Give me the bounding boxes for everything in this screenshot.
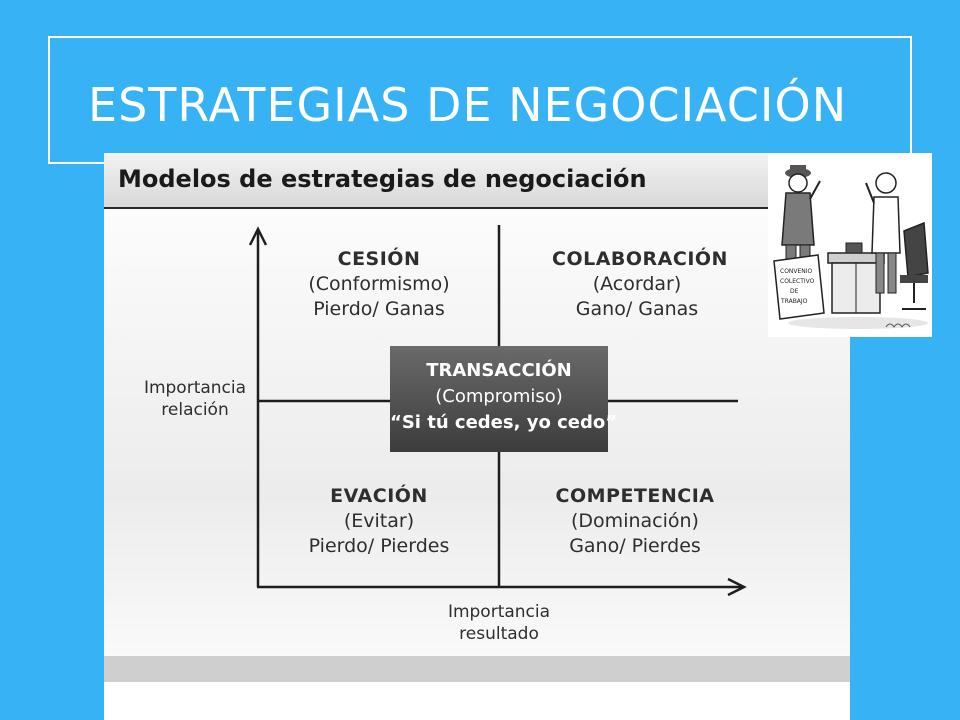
diagram-header-text: Modelos de estrategias de negociación	[118, 165, 647, 193]
cartoon-document-text-2: COLECTIVO	[780, 278, 815, 285]
y-axis-arrow	[248, 226, 268, 246]
negotiation-cartoon: CONVENIO COLECTIVO DE TRABAJO	[768, 153, 932, 337]
negotiation-diagram: Modelos de estrategias de negociación CE…	[104, 153, 850, 720]
center-title: TRANSACCIÓN	[426, 360, 572, 381]
center-transaccion: TRANSACCIÓN (Compromiso) “Si tú cedes, y…	[390, 346, 618, 452]
y-axis-label-line1: Importancia	[143, 378, 247, 398]
cartoon-document-text-1: CONVENIO	[780, 268, 813, 275]
cartoon-illustration-icon: CONVENIO COLECTIVO DE TRABAJO	[773, 165, 929, 329]
x-axis-label-line2: resultado	[459, 624, 539, 644]
y-axis-label: Importancia relación	[140, 377, 250, 421]
footer-band-white	[104, 682, 850, 720]
quadrant-subtitle: (Conformismo)	[308, 273, 450, 295]
quadrant-title: CESIÓN	[337, 248, 421, 270]
quadrant-evacion: EVACIÓN (Evitar) Pierdo/ Pierdes	[294, 484, 464, 559]
footer-band	[104, 656, 850, 682]
quadrant-title: COMPETENCIA	[555, 485, 715, 507]
x-axis-label: Importancia resultado	[434, 601, 564, 645]
slide-title: ESTRATEGIAS DE NEGOCIACIÓN	[88, 78, 848, 132]
y-axis-label-line2: relación	[161, 400, 229, 420]
cartoon-document-text-4: TRABAJO	[780, 298, 808, 305]
quadrant-subtitle: (Dominación)	[571, 510, 699, 532]
x-axis-label-line1: Importancia	[447, 602, 551, 622]
diagram-header: Modelos de estrategias de negociación	[104, 153, 850, 209]
quadrant-outcome: Gano/ Ganas	[575, 298, 699, 320]
quadrant-title: EVACIÓN	[330, 485, 428, 507]
cartoon-document-text-3: DE	[790, 288, 799, 295]
quadrant-title: COLABORACIÓN	[552, 248, 728, 270]
center-subtitle: (Compromiso)	[435, 386, 563, 407]
title-box: ESTRATEGIAS DE NEGOCIACIÓN	[48, 36, 912, 164]
center-quote: “Si tú cedes, yo cedo”	[390, 412, 618, 433]
quadrant-competencia: COMPETENCIA (Dominación) Gano/ Pierdes	[550, 484, 720, 559]
quadrant-subtitle: (Acordar)	[592, 273, 682, 295]
quadrant-cesion: CESIÓN (Conformismo) Pierdo/ Ganas	[294, 247, 464, 322]
quadrant-colaboracion: COLABORACIÓN (Acordar) Gano/ Ganas	[552, 247, 728, 322]
x-axis-arrow	[727, 577, 747, 597]
quadrant-outcome: Gano/ Pierdes	[569, 535, 701, 557]
quadrant-outcome: Pierdo/ Pierdes	[308, 535, 450, 557]
quadrant-subtitle: (Evitar)	[343, 510, 415, 532]
quadrant-outcome: Pierdo/ Ganas	[313, 298, 445, 320]
